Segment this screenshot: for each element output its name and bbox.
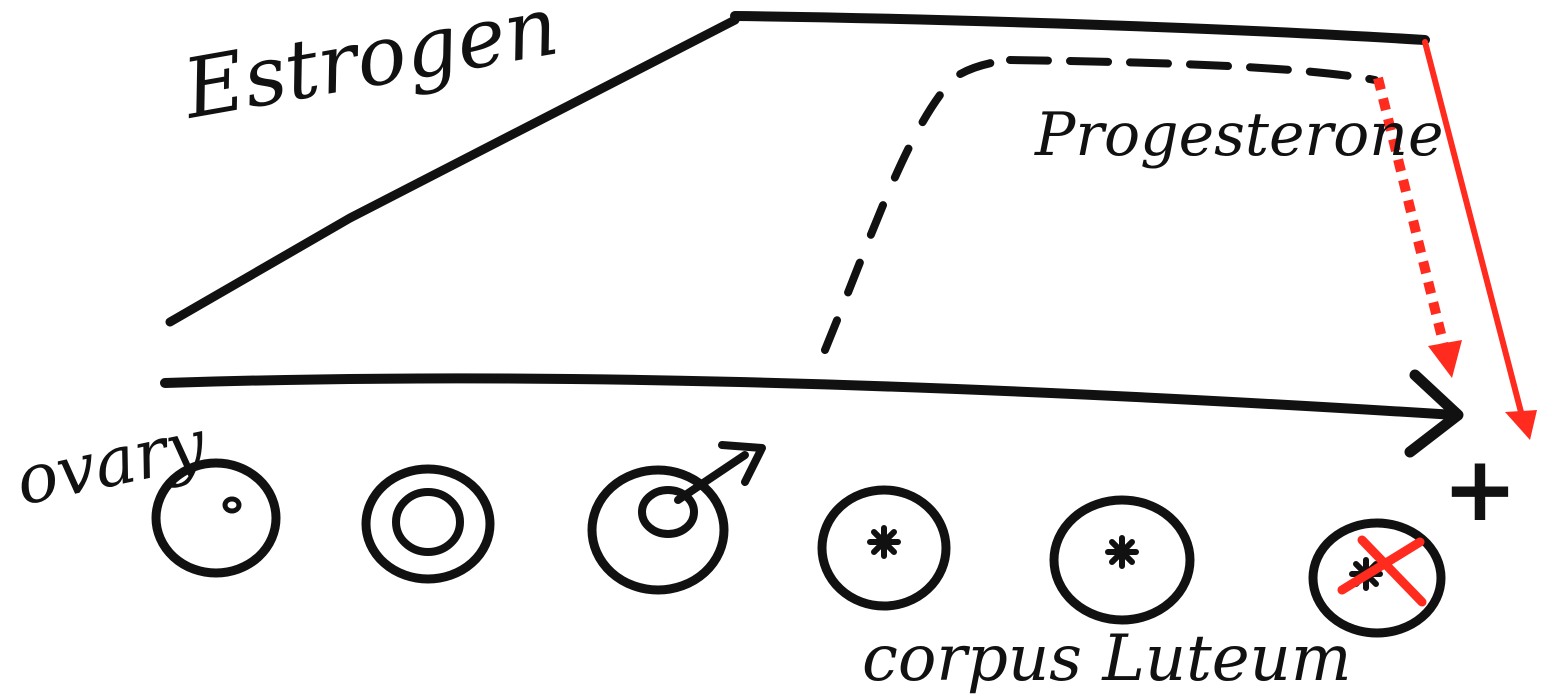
estrogen-drop-arrow bbox=[1422, 39, 1537, 440]
estrogen-label: Estrogen bbox=[175, 0, 565, 138]
estrogen-curve bbox=[165, 11, 1430, 327]
ovary-label: ovary bbox=[9, 404, 214, 521]
follicle-ovulating-icon bbox=[587, 441, 766, 595]
timeline-arrow bbox=[160, 369, 1464, 458]
corpus-luteum-degenerating-icon bbox=[1308, 518, 1446, 638]
follicle-small-icon bbox=[151, 458, 281, 578]
corpus-luteum-icon bbox=[1049, 495, 1195, 625]
progesterone-drop-arrow bbox=[1373, 76, 1462, 378]
progesterone-curve bbox=[821, 56, 1379, 354]
follicle-growing-icon bbox=[361, 464, 495, 584]
plus-sign: + bbox=[1442, 437, 1517, 542]
progesterone-label: Progesterone bbox=[1034, 100, 1443, 170]
corpus-luteum-icon bbox=[817, 485, 951, 611]
corpus-luteum-label: corpus Luteum bbox=[862, 622, 1352, 696]
